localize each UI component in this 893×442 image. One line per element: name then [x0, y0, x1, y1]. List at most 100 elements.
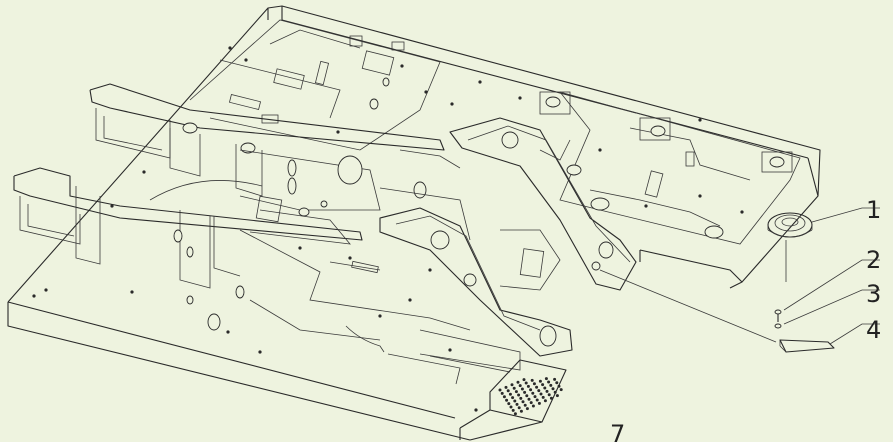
perforation-dot	[500, 391, 504, 395]
perforation-dot	[535, 385, 539, 389]
bolt-hole	[424, 90, 428, 94]
perforation-dot	[515, 402, 519, 406]
bolt-hole	[598, 148, 602, 152]
perforation-dot	[543, 386, 547, 390]
perforation-dot	[527, 397, 531, 401]
round-cover-plate	[767, 212, 813, 238]
track-beams	[13, 83, 445, 289]
perforation-dot	[541, 383, 545, 387]
perforation-dot	[553, 377, 557, 381]
perforation-dot	[513, 412, 517, 416]
bolt-and-washer	[774, 309, 782, 329]
bolt-hole	[518, 96, 522, 100]
perforation-dot	[547, 380, 551, 384]
perforation-dot	[508, 392, 512, 396]
perforation-dot	[557, 384, 561, 388]
perforation-dot	[516, 380, 520, 384]
perforation-dot	[505, 398, 509, 402]
callout-1: 1	[866, 196, 881, 224]
perforation-dot	[529, 388, 533, 392]
main-frame-outline	[7, 5, 821, 441]
perforation-dot	[498, 388, 502, 392]
perforation-dot	[504, 385, 508, 389]
perforation-dot	[538, 379, 542, 383]
upper-deck	[189, 19, 441, 151]
bolt-hole	[226, 330, 230, 334]
bolt-hole	[698, 194, 702, 198]
perforation-dot	[529, 401, 533, 405]
perforation-dot	[532, 382, 536, 386]
bolt-hole	[336, 130, 340, 134]
perforation-dot	[526, 384, 530, 388]
bolt-hole	[644, 204, 648, 208]
perforation-dot	[549, 383, 553, 387]
exploded-parts	[767, 212, 835, 353]
perforation-dot	[517, 406, 521, 410]
perforation-dot	[522, 378, 526, 382]
bolt-hole	[450, 102, 454, 106]
perforation-dot	[512, 386, 516, 390]
bolt-hole	[474, 408, 478, 412]
bolt-hole	[298, 246, 302, 250]
perforation-dot	[523, 403, 527, 407]
perforation-dots	[498, 377, 563, 416]
perforation-dot	[525, 394, 529, 398]
bolt-hole	[478, 80, 482, 84]
bolt-hole	[740, 210, 744, 214]
perforation-dot	[544, 377, 548, 381]
perforation-dot	[553, 390, 557, 394]
bolt-hole	[348, 256, 352, 260]
bolt-hole	[698, 118, 702, 122]
callout-3: 3	[866, 280, 881, 308]
perforation-dot	[520, 387, 524, 391]
perforation-dot	[545, 389, 549, 393]
bolt-hole	[44, 288, 48, 292]
perforation-dot	[547, 393, 551, 397]
bolt-hole	[428, 268, 432, 272]
perforation-dot	[517, 393, 521, 397]
perforation-dot	[507, 402, 511, 406]
perforation-dot	[549, 396, 553, 400]
bolt-hole	[408, 298, 412, 302]
rear-deck	[539, 91, 801, 245]
leader-lines	[599, 207, 880, 345]
bracket-strip	[779, 339, 835, 353]
perforation-dot	[531, 391, 535, 395]
bolt-hole	[400, 64, 404, 68]
bolt-hole	[378, 314, 382, 318]
perforation-dot	[502, 395, 506, 399]
perforation-dot	[555, 381, 559, 385]
bolt-hole	[110, 204, 114, 208]
bolt-hole	[448, 348, 452, 352]
perforation-dot	[510, 383, 514, 387]
perforation-dot	[519, 396, 523, 400]
perforation-dot	[511, 396, 515, 400]
perforation-dot	[511, 408, 515, 412]
perforation-dot	[521, 400, 525, 404]
perforation-dot	[506, 389, 510, 393]
lower-deck	[186, 229, 521, 385]
perforation-dot	[555, 394, 559, 398]
perforation-dot	[514, 390, 518, 394]
central-frame	[149, 149, 471, 245]
perforated-step	[459, 359, 567, 441]
perforation-dot	[519, 409, 523, 413]
perforation-dot	[541, 395, 545, 399]
perforation-dot	[539, 392, 543, 396]
bolt-holes	[32, 46, 744, 412]
perforation-dot	[543, 399, 547, 403]
callout-4: 4	[866, 316, 881, 344]
bolt-hole	[228, 46, 232, 50]
perforation-dot	[533, 395, 537, 399]
perforation-dot	[537, 401, 541, 405]
bolt-hole	[258, 350, 262, 354]
callout-2: 2	[866, 246, 881, 274]
perforation-dot	[535, 398, 539, 402]
callout-7: 7	[610, 420, 625, 442]
perforation-dot	[559, 388, 563, 392]
bolt-hole	[142, 170, 146, 174]
bolt-hole	[32, 294, 36, 298]
perforation-dot	[537, 389, 541, 393]
